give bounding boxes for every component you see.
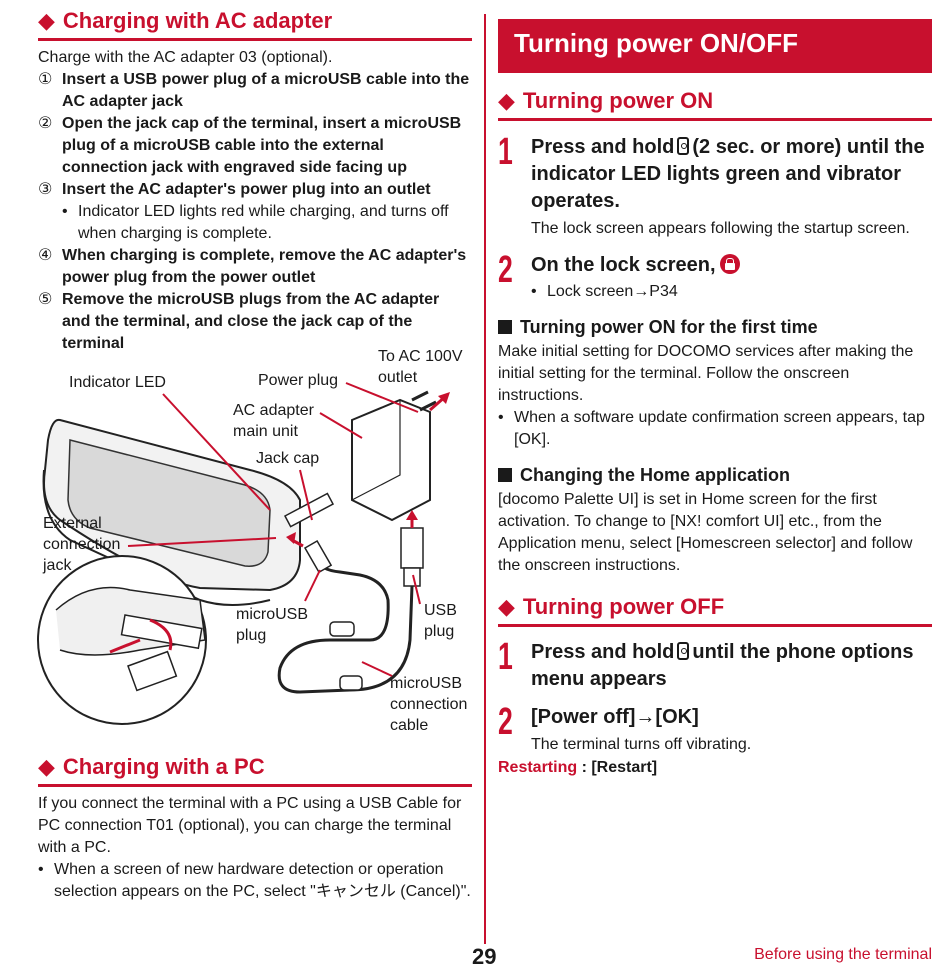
chapter-banner: Turning power ON/OFF	[498, 19, 932, 73]
label-usb-plug: USB plug	[424, 602, 457, 640]
label-indicator-led: Indicator LED	[69, 374, 166, 391]
lock-screen-ref: • Lock screen→P34	[531, 281, 931, 303]
power-key-icon	[677, 137, 690, 155]
heading-text: Charging with a PC	[62, 754, 265, 779]
step-description: The terminal turns off vibrating.	[531, 736, 752, 753]
step-5: ⑤ Remove the microUSB plugs from the AC …	[38, 291, 440, 352]
label-ac-adapter: AC adapter main unit	[233, 402, 314, 440]
section-heading-power-on: ◆ Turning power ON	[498, 84, 932, 121]
label-power-plug: Power plug	[258, 372, 339, 389]
label-jack-cap: Jack cap	[256, 450, 320, 467]
square-icon	[498, 320, 512, 334]
power-on-step-1: 1 Press and hold(2 sec. or more) until t…	[498, 131, 932, 240]
restart-note: Restarting : [Restart]	[498, 759, 658, 776]
heading-text: Charging with AC adapter	[62, 8, 333, 33]
step-number: 1	[498, 636, 513, 678]
section-heading-power-off: ◆ Turning power OFF	[498, 590, 932, 627]
heading-text: Turning power OFF	[522, 594, 725, 619]
home-app-text: [docomo Palette UI] is set in Home scree…	[498, 491, 913, 574]
power-off-step-2: 2 [Power off]→[OK] The terminal turns of…	[498, 701, 932, 756]
bullet-icon: •	[498, 409, 504, 426]
diamond-icon: ◆	[498, 88, 515, 113]
pc-bullet: • When a screen of new hardware detectio…	[38, 861, 471, 900]
step-number: 1	[498, 131, 513, 173]
bullet-icon: •	[38, 861, 44, 878]
pc-intro: If you connect the terminal with a PC us…	[38, 795, 462, 856]
label-external-jack: External connection jack	[43, 515, 121, 574]
restart-label: Restarting	[498, 759, 578, 776]
column-divider	[484, 14, 486, 944]
step-4: ④ When charging is complete, remove the …	[38, 247, 467, 286]
subheading-home-app: Changing the Home application	[498, 463, 790, 487]
subheading-first-time: Turning power ON for the first time	[498, 315, 818, 339]
square-icon	[498, 468, 512, 482]
label-to-ac-outlet: To AC 100V outlet	[378, 348, 463, 386]
section-heading-ac-adapter: ◆ Charging with AC adapter	[38, 4, 472, 41]
restart-value: [Restart]	[591, 759, 658, 776]
label-microusb-cable: microUSB connection cable	[390, 675, 468, 734]
section-heading-pc: ◆ Charging with a PC	[38, 750, 472, 787]
bullet-icon: •	[531, 283, 537, 300]
page-number: 29	[472, 944, 497, 969]
charging-diagram	[37, 382, 450, 725]
footer-section-name: Before using the terminal	[754, 946, 932, 963]
step-description: The lock screen appears following the st…	[531, 220, 910, 237]
heading-text: Turning power ON	[522, 88, 714, 113]
diamond-icon: ◆	[38, 8, 55, 33]
first-time-bullet: • When a software update confirmation sc…	[498, 409, 925, 448]
bullet-icon: •	[62, 203, 68, 220]
label-microusb-plug: microUSB plug	[236, 606, 309, 644]
ac-intro: Charge with the AC adapter 03 (optional)…	[38, 49, 333, 66]
step-2: ② Open the jack cap of the terminal, ins…	[38, 115, 462, 176]
first-time-text: Make initial setting for DOCOMO services…	[498, 343, 914, 404]
diamond-icon: ◆	[38, 754, 55, 779]
power-on-step-2: 2 On the lock screen,	[498, 250, 932, 290]
lock-icon	[719, 254, 740, 274]
power-key-icon	[677, 642, 690, 660]
step-number: 2	[498, 249, 513, 291]
step-3: ③ Insert the AC adapter's power plug int…	[38, 181, 431, 198]
step-3-bullet: • Indicator LED lights red while chargin…	[62, 203, 449, 242]
step-1: ① Insert a USB power plug of a microUSB …	[38, 71, 470, 110]
diamond-icon: ◆	[498, 594, 515, 619]
step-number: 2	[498, 701, 513, 743]
